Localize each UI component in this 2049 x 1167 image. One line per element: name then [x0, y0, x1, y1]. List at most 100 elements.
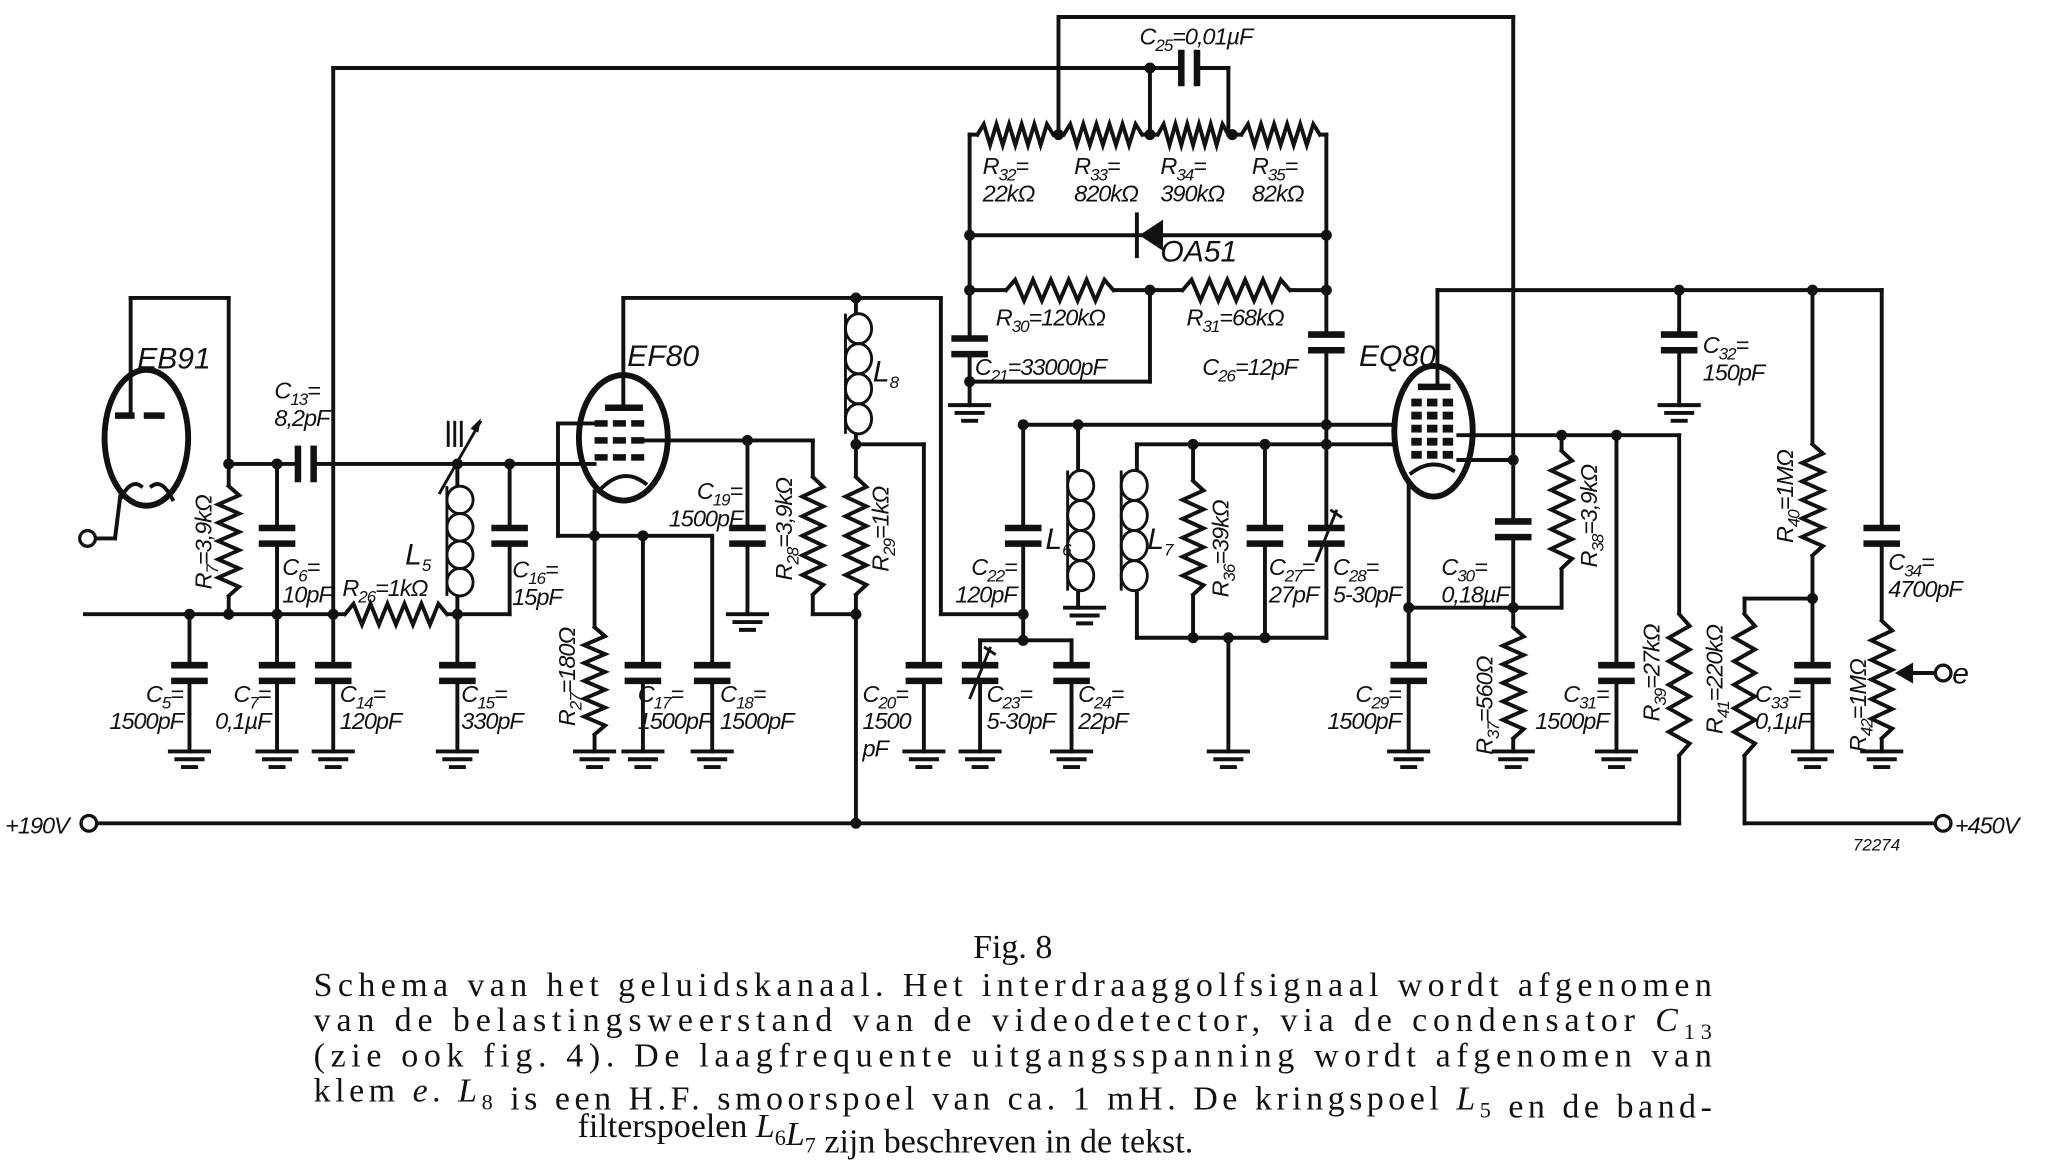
ground-symbol: [621, 749, 665, 770]
label-C30: C30=0,18µF: [1441, 554, 1512, 607]
resistor-R28: [797, 474, 828, 598]
junction-dot: [451, 608, 463, 620]
capacitor-C25: [1178, 48, 1201, 88]
component-value: 82kΩ: [1252, 180, 1305, 206]
component-label: C21=33000pF: [975, 354, 1109, 386]
component-name: C24=: [1078, 681, 1124, 713]
capacitor-C14: [313, 661, 353, 685]
label-C21: C21=33000pF: [975, 354, 1110, 386]
resistor-zigzag: [1179, 274, 1293, 306]
label-C6: C6=10pF: [282, 554, 335, 607]
component-label: R39=27kΩ: [1639, 623, 1671, 721]
resistor-zigzag: [1003, 274, 1117, 306]
resistor-zigzag: [974, 117, 1056, 152]
wiper-arrow-icon: [1894, 662, 1914, 684]
component-name: C13=: [274, 378, 320, 410]
resistor-R36: [1177, 478, 1209, 598]
component-label: R27=180Ω: [554, 627, 586, 727]
component-label: R42=1MΩ: [1845, 658, 1877, 752]
component-value: 10pF: [282, 581, 334, 607]
diode-triangle: [1139, 219, 1164, 251]
resistor-zigzag: [213, 483, 245, 599]
capacitor-mask: [950, 339, 990, 353]
junction-dot: [1320, 229, 1332, 241]
junction-dot: [451, 458, 463, 470]
tube-label-EQ80: EQ80: [1359, 340, 1436, 373]
ground-symbol: [902, 749, 946, 770]
resistor-zigzag: [579, 624, 611, 738]
resistor-R7: [213, 483, 245, 599]
ground-symbol: [1206, 749, 1250, 770]
capacitor-mask: [623, 666, 663, 680]
figure-number: Fig. 8: [973, 929, 1052, 966]
component-value: 1500pF: [669, 506, 745, 532]
component-value: 5-30pF: [1333, 581, 1404, 607]
resistor-zigzag: [1866, 617, 1897, 742]
inductor-L6: [1061, 469, 1096, 593]
component-name: C18=: [720, 681, 766, 713]
capacitor-mask: [1862, 529, 1902, 543]
component-label: R31=68kΩ: [1187, 304, 1285, 336]
component-value: 1500pF: [638, 708, 714, 734]
label-C31: C31=1500pF: [1535, 681, 1612, 734]
component-name: R35=: [1252, 153, 1298, 185]
junction-dot: [1507, 602, 1519, 614]
junction-dot: [1320, 438, 1332, 450]
junction-dot: [1320, 284, 1332, 296]
label-C24: C24=22pF: [1077, 681, 1131, 734]
capacitor-C5: [169, 661, 210, 685]
capacitor-C15: [437, 661, 477, 685]
capacitor-C16: [490, 524, 530, 547]
junction-dot: [1144, 284, 1156, 296]
inductor-L7: [1114, 469, 1149, 593]
component-name: C31=: [1563, 681, 1609, 713]
variable-arrow: [968, 646, 992, 700]
resistor-R30: [1003, 274, 1117, 306]
input-terminal: [78, 528, 98, 548]
junction-dot: [850, 608, 862, 620]
component-name: R34=: [1160, 153, 1206, 185]
capacitor-C28: [1306, 508, 1346, 563]
component-label: R30=120kΩ: [996, 304, 1106, 336]
junction-dot: [223, 608, 235, 620]
resistor-R39: [1664, 611, 1694, 759]
capacitor-mask: [257, 529, 297, 543]
tube-grid: [1442, 424, 1454, 433]
component-name: C29=: [1355, 681, 1401, 713]
component-name: C22=: [971, 554, 1017, 586]
junction-dot: [637, 530, 649, 542]
capacitor-C29: [1389, 661, 1429, 685]
label-R36: R36=39kΩ: [1207, 499, 1239, 597]
junction-dot: [1610, 429, 1622, 441]
capacitor-mask: [692, 666, 732, 680]
resistor-zigzag: [840, 474, 872, 598]
tube-grid: [1442, 411, 1454, 420]
ground-symbol: [1049, 749, 1094, 770]
capacitor-C32: [1659, 331, 1699, 354]
resistor-R37: [1497, 624, 1529, 742]
component-name: C20=: [862, 681, 908, 713]
ground-symbol: [1491, 749, 1535, 770]
capacitor-C22: [1003, 524, 1043, 547]
capacitor-mask: [1245, 529, 1285, 543]
junction-dot: [1017, 634, 1029, 646]
junction-dot: [1403, 602, 1415, 614]
capacitor-mask: [313, 666, 353, 680]
label-C26: C26=12pF: [1202, 354, 1301, 386]
junction-dot: [964, 229, 976, 241]
label-R35: R35=82kΩ: [1252, 153, 1306, 206]
component-name: C14=: [340, 681, 386, 713]
ground-symbol: [690, 749, 734, 770]
tube-envelope: [101, 366, 192, 509]
capacitor-mask: [257, 666, 297, 680]
component-value: 1500pF: [1327, 708, 1403, 734]
junction-dot: [1507, 454, 1519, 466]
terminal-label-190v: +190V: [5, 813, 72, 839]
component-value: 22kΩ: [982, 180, 1036, 206]
diode-OA51: [1134, 212, 1164, 259]
capacitor-C18: [692, 661, 732, 685]
capacitor-C26: [1306, 331, 1346, 354]
tube-grid: [1426, 398, 1438, 407]
capacitor-mask: [1182, 48, 1196, 88]
label-R34: R34=390kΩ: [1160, 153, 1226, 206]
